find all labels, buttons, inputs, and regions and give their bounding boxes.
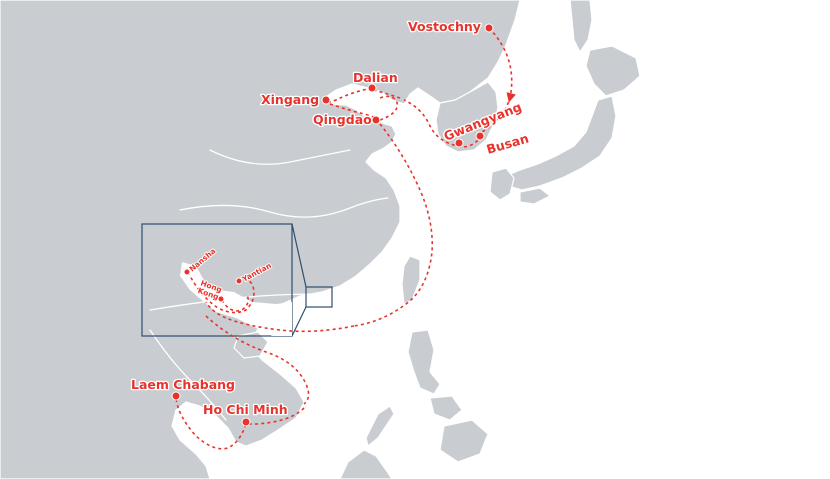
route-dalian-xingang [325, 87, 373, 103]
land-kyushu [489, 167, 515, 201]
port-marker-busan[interactable] [475, 131, 485, 141]
port-label-ho-chi-minh: Ho Chi Minh [203, 402, 288, 417]
river-pearl [149, 293, 319, 311]
route-south-china-sea [205, 301, 355, 333]
port-label-laem-chabang: Laem Chabang [131, 377, 235, 392]
port-marker-dalian[interactable] [367, 83, 377, 93]
river-yangtze [179, 197, 389, 218]
inset-locator-box [305, 286, 333, 308]
route-vostochny-busan [481, 27, 516, 133]
route-hk-loop [221, 293, 250, 312]
land-hainan [233, 331, 269, 359]
land-mainland-asia [0, 0, 521, 479]
inset-delta-water [180, 262, 292, 336]
port-marker-gwangyang[interactable] [454, 138, 464, 148]
land-taiwan [401, 255, 421, 305]
land-shikoku [519, 187, 552, 205]
port-label-xingang: Xingang [261, 92, 319, 107]
land-luzon [407, 329, 441, 395]
inset-frame [141, 223, 293, 337]
land-palawan [365, 405, 395, 448]
port-marker-nansha[interactable] [183, 268, 191, 276]
land-visayas [429, 395, 463, 421]
port-marker-yantian[interactable] [235, 277, 243, 285]
port-marker-hong-kong[interactable] [217, 295, 225, 303]
route-nansha-yantian [187, 271, 255, 314]
route-busan-gwangyang [403, 99, 483, 148]
port-label-qingdao: Qingdao [313, 112, 372, 127]
land-mindanao [439, 419, 489, 463]
port-label-vostochny: Vostochny [408, 19, 481, 34]
river-mekong [149, 329, 227, 421]
inset-connector-bottom [291, 306, 307, 337]
land-sakhalin [569, 0, 593, 54]
port-markers [171, 23, 494, 427]
inset-connector-top [291, 223, 307, 288]
port-marker-xingang[interactable] [321, 95, 331, 105]
port-label-dalian: Dalian [353, 70, 398, 85]
port-marker-ho-chi-minh[interactable] [241, 417, 251, 427]
port-marker-vostochny[interactable] [484, 23, 494, 33]
port-marker-qingdao[interactable] [371, 115, 381, 125]
route-to-dalian [373, 89, 401, 99]
route-vietnam-thailand [175, 397, 305, 450]
river-yellow [209, 149, 351, 165]
land-borneo [339, 449, 393, 479]
route-to-vietnam [205, 315, 310, 405]
land-hokkaido [585, 45, 641, 97]
port-marker-laem-chabang[interactable] [171, 391, 181, 401]
land-honshu [505, 95, 617, 191]
inset-pearl-river-delta [141, 223, 333, 337]
route-qingdao-south [353, 123, 434, 327]
